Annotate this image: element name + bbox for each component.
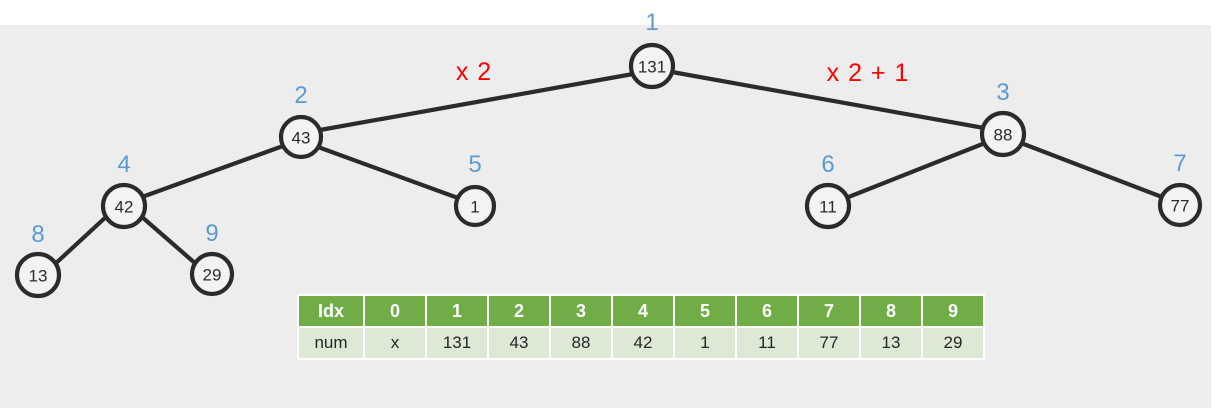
table-index-cell-2: 2 — [489, 296, 549, 326]
table-value-cell-7: 77 — [799, 328, 859, 358]
table-index-cell-9: 9 — [923, 296, 983, 326]
node-index-label-5: 5 — [468, 151, 481, 178]
table-value-cell-8: 13 — [861, 328, 921, 358]
node-circle-5 — [453, 184, 497, 228]
table-value-cell-9: 29 — [923, 328, 983, 358]
node-value-3: 88 — [994, 126, 1013, 145]
table-index-cell-0: 0 — [365, 296, 425, 326]
tree-node-2[interactable]: 43 2 — [278, 82, 324, 160]
tree-edge-n4-n8 — [52, 213, 110, 267]
tree-edge-labels: x 2 x 2 + 1 — [456, 58, 910, 87]
table-rowhead-idx: Idx — [299, 296, 363, 326]
tree-node-3[interactable]: 88 3 — [979, 79, 1027, 158]
table-index-cell-4: 4 — [613, 296, 673, 326]
node-index-label-6: 6 — [821, 151, 834, 178]
node-value-5: 1 — [470, 198, 479, 217]
node-index-label-4: 4 — [117, 151, 130, 178]
tree-node-7[interactable]: 777 — [1157, 150, 1203, 228]
node-value-7: 77 — [1171, 197, 1190, 216]
node-index-label-9: 9 — [205, 220, 218, 247]
tree-edge-n4-n9 — [139, 214, 199, 267]
tree-edge-n3-n6 — [843, 140, 988, 201]
tree-node-9[interactable]: 29 9 — [189, 220, 235, 297]
edge-formula-label-lbl-right: x 2 + 1 — [827, 59, 910, 87]
table-value-cell-4: 42 — [613, 328, 673, 358]
table-index-cell-6: 6 — [737, 296, 797, 326]
node-circle-4 — [100, 182, 148, 230]
node-index-label-3: 3 — [996, 79, 1009, 106]
tree-node-5[interactable]: 15 — [453, 151, 497, 228]
tree-edge-n2-n5 — [315, 144, 461, 201]
table-value-cell-1: 131 — [427, 328, 487, 358]
node-value-2: 43 — [292, 129, 311, 148]
edge-formula-label-lbl-left: x 2 — [456, 58, 492, 86]
table-value-cell-2: 43 — [489, 328, 549, 358]
tree-edges — [52, 69, 1165, 267]
table-value-cell-0: x — [365, 328, 425, 358]
node-index-label-1: 1 — [645, 9, 658, 36]
node-index-label-7: 7 — [1173, 150, 1186, 177]
tree-node-8[interactable]: 13 8 — [14, 221, 62, 299]
tree-node-6[interactable]: 11 6 — [804, 151, 852, 230]
table-rowhead-num: num — [299, 328, 363, 358]
node-index-label-2: 2 — [294, 82, 307, 109]
node-circle-6 — [804, 182, 852, 230]
node-value-6: 11 — [819, 198, 837, 217]
node-circle-7 — [1157, 182, 1203, 228]
table-index-cell-3: 3 — [551, 296, 611, 326]
node-index-label-8: 8 — [31, 221, 44, 248]
tree-edge-n3-n7 — [1018, 140, 1165, 200]
tree-edge-n2-n4 — [139, 143, 286, 200]
node-circle-9 — [189, 251, 235, 297]
tree-node-1[interactable]: 131 1 — [628, 9, 676, 90]
node-value-9: 29 — [203, 266, 222, 285]
table-value-cell-5: 1 — [675, 328, 735, 358]
tree-edge-n1-n2 — [317, 71, 636, 133]
table-index-cell-8: 8 — [861, 296, 921, 326]
table-index-cell-1: 1 — [427, 296, 487, 326]
table-index-cell-5: 5 — [675, 296, 735, 326]
node-circle-3 — [979, 110, 1027, 158]
node-circle-8 — [14, 251, 62, 299]
table-index-cell-7: 7 — [799, 296, 859, 326]
node-value-1: 131 — [638, 58, 666, 77]
table-value-cell-3: 88 — [551, 328, 611, 358]
node-circle-1 — [628, 42, 676, 90]
tree-node-4[interactable]: 42 4 — [100, 151, 148, 230]
node-value-8: 13 — [29, 267, 48, 286]
node-value-4: 42 — [115, 198, 134, 217]
tree-edge-n1-n3 — [669, 69, 987, 131]
table-value-cell-6: 11 — [737, 328, 797, 358]
node-circle-2 — [278, 114, 324, 160]
